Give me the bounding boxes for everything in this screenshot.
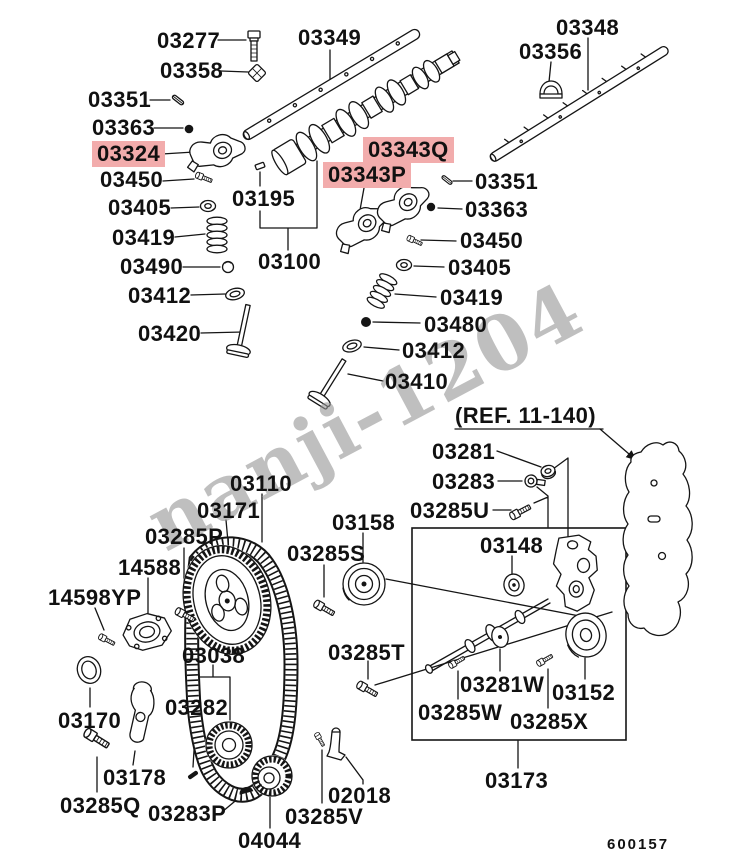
part-label-03285U: 03285U xyxy=(410,498,490,523)
camshaft-flange-art xyxy=(122,612,172,651)
camshaft-art xyxy=(271,50,461,176)
part-label-03348: 03348 xyxy=(556,15,620,40)
part-label-03178: 03178 xyxy=(103,765,167,790)
part-label-03419: 03419 xyxy=(112,225,176,250)
spring-retainer-icon xyxy=(221,260,235,274)
screw-icon xyxy=(247,63,267,83)
bolt-icon xyxy=(247,30,261,62)
part-label-03170: 03170 xyxy=(58,708,122,733)
part-label-03343P: 03343P xyxy=(323,162,412,188)
camshaft-sprocket-art xyxy=(182,544,272,656)
shaft-clamp-art xyxy=(539,80,563,99)
part-label-03285X: 03285X xyxy=(510,709,589,734)
detail-box xyxy=(411,527,627,741)
washer-disc-icon xyxy=(491,625,509,649)
spacer-disc-icon xyxy=(503,573,525,597)
part-label-03285W: 03285W xyxy=(418,700,503,725)
part-label-03171: 03171 xyxy=(197,498,261,523)
part-label-03450: 03450 xyxy=(100,167,164,192)
part-label-04044: 04044 xyxy=(238,828,302,853)
part-label-03285S: 03285S xyxy=(287,541,366,566)
part-label-03420: 03420 xyxy=(138,321,202,346)
rocker-shaft-front-art xyxy=(242,28,421,141)
part-label-03158: 03158 xyxy=(332,510,396,535)
ball-icon xyxy=(361,317,371,327)
part-label-03285V: 03285V xyxy=(285,804,364,829)
part-label-03412: 03412 xyxy=(128,283,192,308)
part-label-03110: 03110 xyxy=(230,471,292,496)
tensioner-pulley-art xyxy=(342,562,386,606)
part-label-03152: 03152 xyxy=(552,680,616,705)
part-label-02018: 02018 xyxy=(328,783,392,808)
part-label-03173: 03173 xyxy=(485,768,549,793)
idler-pulley-art xyxy=(565,612,607,658)
tensioner-arm-art xyxy=(129,681,155,743)
part-label-03277: 03277 xyxy=(157,28,221,53)
part-label-03351: 03351 xyxy=(475,169,539,194)
ref-note-label: (REF. 11-140) xyxy=(455,403,596,428)
part-label-03363: 03363 xyxy=(465,197,529,222)
part-label-03351: 03351 xyxy=(88,87,152,112)
figure-number: 600157 xyxy=(607,836,670,853)
part-label-03490: 03490 xyxy=(120,254,184,279)
part-label-03283P: 03283P xyxy=(148,801,227,826)
part-label-03148: 03148 xyxy=(480,533,544,558)
part-label-03324: 03324 xyxy=(92,141,166,167)
woodruff-key-icon xyxy=(188,770,198,780)
ball-icon xyxy=(426,202,436,212)
timing-cover-art xyxy=(622,441,693,637)
engine-mount-bracket-art xyxy=(552,534,598,612)
part-label-03405: 03405 xyxy=(448,255,512,280)
part-label-14588: 14588 xyxy=(118,555,182,580)
belt-guide-art xyxy=(326,727,346,761)
ball-icon xyxy=(184,124,194,134)
oil-seal-icon xyxy=(76,656,102,684)
part-label-03100: 03100 xyxy=(258,249,322,274)
part-label-03356: 03356 xyxy=(519,39,583,64)
part-label-03282: 03282 xyxy=(165,695,229,720)
crankshaft-sprocket-art xyxy=(251,755,293,797)
part-label-03419: 03419 xyxy=(440,285,504,310)
part-label-03358: 03358 xyxy=(160,58,224,83)
part-label-03405: 03405 xyxy=(108,195,172,220)
part-label-03349: 03349 xyxy=(298,25,362,50)
part-label-03281: 03281 xyxy=(432,439,496,464)
part-label-14598YP: 14598YP xyxy=(48,585,142,610)
part-label-03195: 03195 xyxy=(232,186,296,211)
part-label-03410: 03410 xyxy=(385,369,449,394)
part-label-03285T: 03285T xyxy=(328,640,406,665)
oil-pump-sprocket-art xyxy=(205,721,253,769)
part-label-03450: 03450 xyxy=(460,228,524,253)
flange-nut-icon xyxy=(540,464,557,480)
round-bolt-icon xyxy=(524,474,546,488)
part-label-03480: 03480 xyxy=(424,312,488,337)
part-label-03363: 03363 xyxy=(92,115,156,140)
part-label-03412: 03412 xyxy=(402,338,466,363)
part-label-03285P: 03285P xyxy=(145,524,224,549)
ref-arrow xyxy=(599,428,637,461)
rocker-shaft-rear-art xyxy=(489,46,669,162)
cap-pin-icon xyxy=(254,161,266,171)
half-moon-key-icon xyxy=(239,786,254,795)
part-label-03343Q: 03343Q xyxy=(363,137,454,163)
part-label-03283: 03283 xyxy=(432,469,496,494)
part-label-03285Q: 03285Q xyxy=(60,793,141,818)
part-label-03038: 03038 xyxy=(182,643,246,668)
part-label-03281W: 03281W xyxy=(460,672,545,697)
